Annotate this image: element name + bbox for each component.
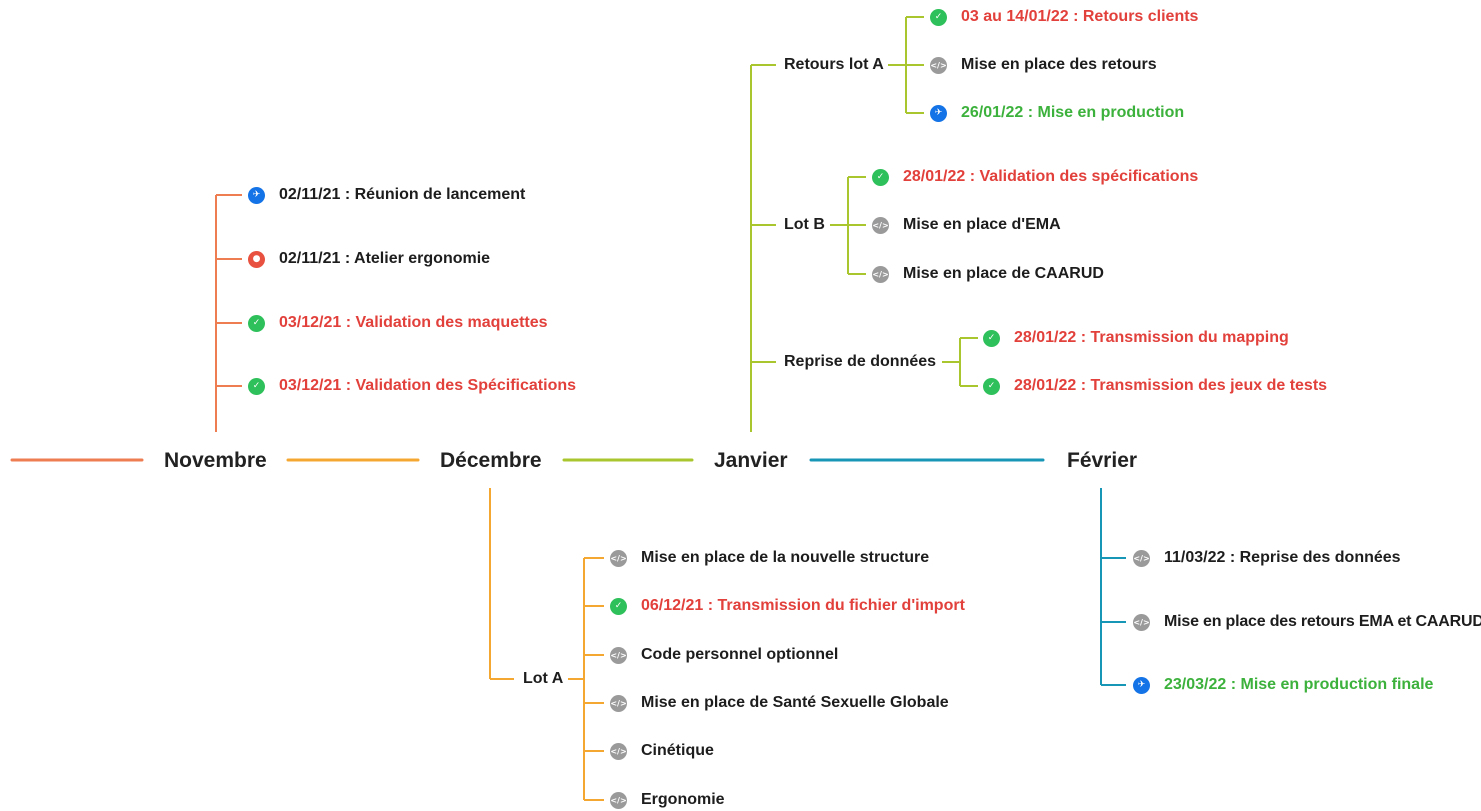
user-icon: ● <box>248 250 265 268</box>
novembre-item: ✓ 03/12/21 : Validation des maquettes <box>248 312 548 334</box>
group-retours-lot-a: Retours lot A <box>784 56 884 73</box>
decembre-item: </> Cinétique <box>610 740 714 762</box>
month-fevrier: Février <box>1067 449 1138 472</box>
item-label: 28/01/22 : Transmission du mapping <box>1014 329 1289 346</box>
fevrier-item: </> 11/03/22 : Reprise des données <box>1133 547 1401 569</box>
item-label: 02/11/21 : Atelier ergonomie <box>279 250 491 267</box>
check-icon: ✓ <box>248 377 265 395</box>
code-icon: </> <box>872 216 889 234</box>
code-icon: </> <box>610 791 627 809</box>
item-label: 11/03/22 : Reprise des données <box>1164 549 1401 566</box>
plane-icon: ✈ <box>930 104 947 122</box>
code-icon: </> <box>930 56 947 74</box>
item-label: Ergonomie <box>641 791 725 808</box>
item-label: Cinétique <box>641 742 714 759</box>
check-icon: ✓ <box>983 377 1000 395</box>
item-label: 03 au 14/01/22 : Retours clients <box>961 8 1199 25</box>
item-label: Code personnel optionnel <box>641 646 839 663</box>
check-icon: ✓ <box>610 597 627 615</box>
item-label: 03/12/21 : Validation des Spécifications <box>279 377 577 394</box>
plane-icon: ✈ <box>1133 676 1150 694</box>
group-lot-b: Lot B <box>784 216 825 233</box>
check-icon: ✓ <box>983 329 1000 347</box>
retours-lot-a-item: </> Mise en place des retours <box>930 54 1157 76</box>
code-icon: </> <box>1133 549 1150 567</box>
code-icon: </> <box>610 646 627 664</box>
month-decembre: Décembre <box>440 449 542 472</box>
novembre-item: ✈ 02/11/21 : Réunion de lancement <box>248 184 525 206</box>
item-label: Mise en place de la nouvelle structure <box>641 549 930 566</box>
group-lot-a: Lot A <box>523 670 564 687</box>
retours-lot-a-item: ✈ 26/01/22 : Mise en production <box>930 102 1184 124</box>
item-label: Mise en place de CAARUD <box>903 265 1104 282</box>
item-label: Mise en place de Santé Sexuelle Globale <box>641 694 949 711</box>
item-label: Mise en place d'EMA <box>903 216 1061 233</box>
item-label: Mise en place des retours <box>961 56 1157 73</box>
item-label: 28/01/22 : Validation des spécifications <box>903 168 1199 185</box>
lot-b-item: ✓ 28/01/22 : Validation des spécificatio… <box>872 166 1198 188</box>
item-label: Mise en place des retours EMA et CAARUD <box>1164 613 1481 630</box>
decembre-item: </> Code personnel optionnel <box>610 644 838 666</box>
code-icon: </> <box>610 549 627 567</box>
month-novembre: Novembre <box>164 449 267 472</box>
novembre-item: ● 02/11/21 : Atelier ergonomie <box>248 248 490 270</box>
fevrier-item: ✈ 23/03/22 : Mise en production finale <box>1133 674 1433 696</box>
code-icon: </> <box>1133 613 1150 631</box>
reprise-item: ✓ 28/01/22 : Transmission des jeux de te… <box>983 375 1327 397</box>
check-icon: ✓ <box>872 168 889 186</box>
item-label: 02/11/21 : Réunion de lancement <box>279 186 526 203</box>
decembre-item: </> Mise en place de la nouvelle structu… <box>610 547 929 569</box>
item-label: 28/01/22 : Transmission des jeux de test… <box>1014 377 1328 394</box>
decembre-item: </> Ergonomie <box>610 789 725 811</box>
reprise-item: ✓ 28/01/22 : Transmission du mapping <box>983 327 1289 349</box>
group-reprise-de-donnees: Reprise de données <box>784 353 937 370</box>
plane-icon: ✈ <box>248 186 265 204</box>
check-icon: ✓ <box>248 314 265 332</box>
code-icon: </> <box>610 742 627 760</box>
decembre-item: </> Mise en place de Santé Sexuelle Glob… <box>610 692 949 714</box>
decembre-item: ✓ 06/12/21 : Transmission du fichier d'i… <box>610 595 965 617</box>
check-icon: ✓ <box>930 8 947 26</box>
item-label: 23/03/22 : Mise en production finale <box>1164 676 1434 693</box>
item-label: 03/12/21 : Validation des maquettes <box>279 314 548 331</box>
retours-lot-a-item: ✓ 03 au 14/01/22 : Retours clients <box>930 6 1198 28</box>
code-icon: </> <box>610 694 627 712</box>
fevrier-item: </> Mise en place des retours EMA et CAA… <box>1133 611 1481 633</box>
item-label: 26/01/22 : Mise en production <box>961 104 1185 121</box>
lot-b-item: </> Mise en place de CAARUD <box>872 263 1104 285</box>
item-label: 06/12/21 : Transmission du fichier d'imp… <box>641 597 965 614</box>
lot-b-item: </> Mise en place d'EMA <box>872 214 1061 236</box>
month-janvier: Janvier <box>714 449 788 472</box>
novembre-item: ✓ 03/12/21 : Validation des Spécificatio… <box>248 375 576 397</box>
code-icon: </> <box>872 265 889 283</box>
